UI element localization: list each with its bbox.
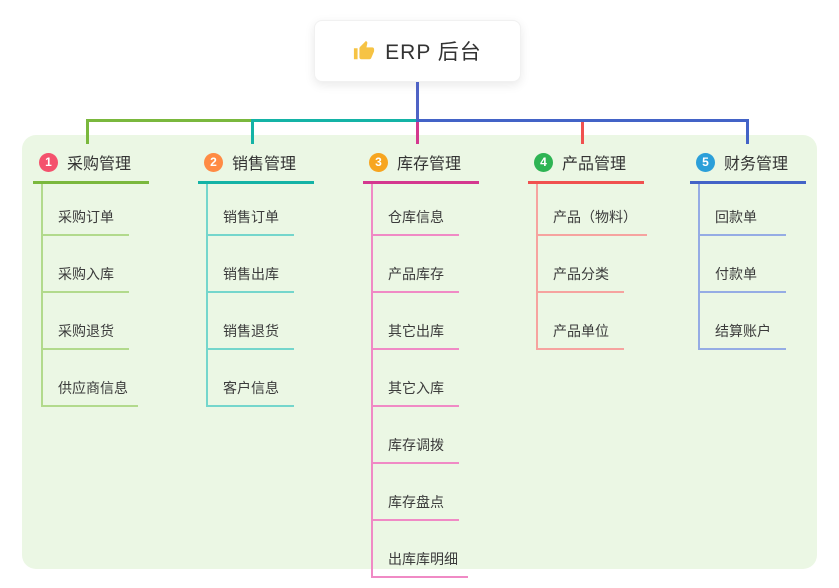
child-node-label: 供应商信息 xyxy=(58,380,128,396)
branches-panel xyxy=(22,135,817,569)
root-node[interactable]: ERP 后台 xyxy=(314,20,521,82)
branch-header-finance[interactable]: 5 财务管理 xyxy=(690,150,806,184)
child-node[interactable]: 采购入库 xyxy=(43,236,129,293)
child-node-label: 销售订单 xyxy=(223,209,279,225)
branch-number-badge: 4 xyxy=(534,152,553,172)
child-node[interactable]: 供应商信息 xyxy=(43,350,138,407)
branch-number-badge: 5 xyxy=(696,152,715,172)
thumbs-up-icon xyxy=(353,40,375,62)
connector-drop-finance xyxy=(746,119,749,144)
child-node[interactable]: 产品单位 xyxy=(538,293,624,350)
child-node[interactable]: 销售订单 xyxy=(208,184,294,236)
child-node-label: 库存调拨 xyxy=(388,437,444,453)
child-node[interactable]: 客户信息 xyxy=(208,350,294,407)
child-node[interactable]: 产品（物料） xyxy=(538,184,647,236)
branch-children-inventory: 仓库信息产品库存其它出库其它入库库存调拨库存盘点出库库明细 xyxy=(371,184,479,578)
branch-purchase: 1 采购管理 采购订单采购入库采购退货供应商信息 xyxy=(33,150,149,407)
branch-header-sales[interactable]: 2 销售管理 xyxy=(198,150,314,184)
child-node[interactable]: 采购订单 xyxy=(43,184,129,236)
connector-root-drop xyxy=(416,82,419,120)
child-node-label: 其它出库 xyxy=(388,323,444,339)
child-node-label: 产品库存 xyxy=(388,266,444,282)
child-node-label: 销售退货 xyxy=(223,323,279,339)
child-node[interactable]: 回款单 xyxy=(700,184,786,236)
branch-inventory: 3 库存管理 仓库信息产品库存其它出库其它入库库存调拨库存盘点出库库明细 xyxy=(363,150,479,578)
branch-number-badge: 1 xyxy=(39,152,58,172)
root-node-label: ERP 后台 xyxy=(385,41,482,64)
branch-children-finance: 回款单付款单结算账户 xyxy=(698,184,806,350)
connector-bus-right xyxy=(416,119,749,122)
branch-number-badge: 2 xyxy=(204,152,223,172)
branch-children-purchase: 采购订单采购入库采购退货供应商信息 xyxy=(41,184,149,407)
child-node-label: 产品单位 xyxy=(553,323,609,339)
child-node-label: 出库库明细 xyxy=(388,551,458,567)
branch-finance: 5 财务管理 回款单付款单结算账户 xyxy=(690,150,806,350)
branch-label: 采购管理 xyxy=(67,156,132,173)
child-node[interactable]: 仓库信息 xyxy=(373,184,459,236)
child-node-label: 销售出库 xyxy=(223,266,279,282)
connector-drop-purchase xyxy=(86,119,89,144)
child-node[interactable]: 销售退货 xyxy=(208,293,294,350)
connector-bus-sales xyxy=(251,119,418,122)
child-node[interactable]: 结算账户 xyxy=(700,293,786,350)
branch-header-product[interactable]: 4 产品管理 xyxy=(528,150,644,184)
child-node[interactable]: 库存盘点 xyxy=(373,464,459,521)
branch-label: 库存管理 xyxy=(397,156,462,173)
connector-drop-sales xyxy=(251,119,254,144)
child-node-label: 采购订单 xyxy=(58,209,114,225)
child-node[interactable]: 付款单 xyxy=(700,236,786,293)
branch-header-purchase[interactable]: 1 采购管理 xyxy=(33,150,149,184)
child-node[interactable]: 产品分类 xyxy=(538,236,624,293)
connector-drop-inventory xyxy=(416,122,419,144)
child-node-label: 客户信息 xyxy=(223,380,279,396)
child-node[interactable]: 采购退货 xyxy=(43,293,129,350)
branch-sales: 2 销售管理 销售订单销售出库销售退货客户信息 xyxy=(198,150,314,407)
child-node[interactable]: 库存调拨 xyxy=(373,407,459,464)
connector-drop-product xyxy=(581,122,584,144)
child-node[interactable]: 产品库存 xyxy=(373,236,459,293)
branch-children-product: 产品（物料） 产品分类产品单位 xyxy=(536,184,647,350)
branch-label: 销售管理 xyxy=(232,156,297,173)
child-node-label: 产品（物料） xyxy=(553,209,637,225)
branch-number-badge: 3 xyxy=(369,152,388,172)
child-node[interactable]: 其它出库 xyxy=(373,293,459,350)
branch-header-inventory[interactable]: 3 库存管理 xyxy=(363,150,479,184)
child-node-label: 采购入库 xyxy=(58,266,114,282)
branch-label: 财务管理 xyxy=(724,156,789,173)
child-node[interactable]: 销售出库 xyxy=(208,236,294,293)
child-node-label: 采购退货 xyxy=(58,323,114,339)
branch-product: 4 产品管理 产品（物料） 产品分类产品单位 xyxy=(528,150,647,350)
connector-bus-purchase xyxy=(86,119,253,122)
child-node[interactable]: 出库库明细 xyxy=(373,521,468,578)
child-node-label: 产品分类 xyxy=(553,266,609,282)
branch-label: 产品管理 xyxy=(562,156,627,173)
child-node[interactable]: 其它入库 xyxy=(373,350,459,407)
child-node-label: 结算账户 xyxy=(715,323,771,339)
branch-children-sales: 销售订单销售出库销售退货客户信息 xyxy=(206,184,314,407)
child-node-label: 仓库信息 xyxy=(388,209,444,225)
child-node-label: 回款单 xyxy=(715,209,757,225)
child-node-label: 其它入库 xyxy=(388,380,444,396)
child-node-label: 付款单 xyxy=(715,266,757,282)
child-node-label: 库存盘点 xyxy=(388,494,444,510)
